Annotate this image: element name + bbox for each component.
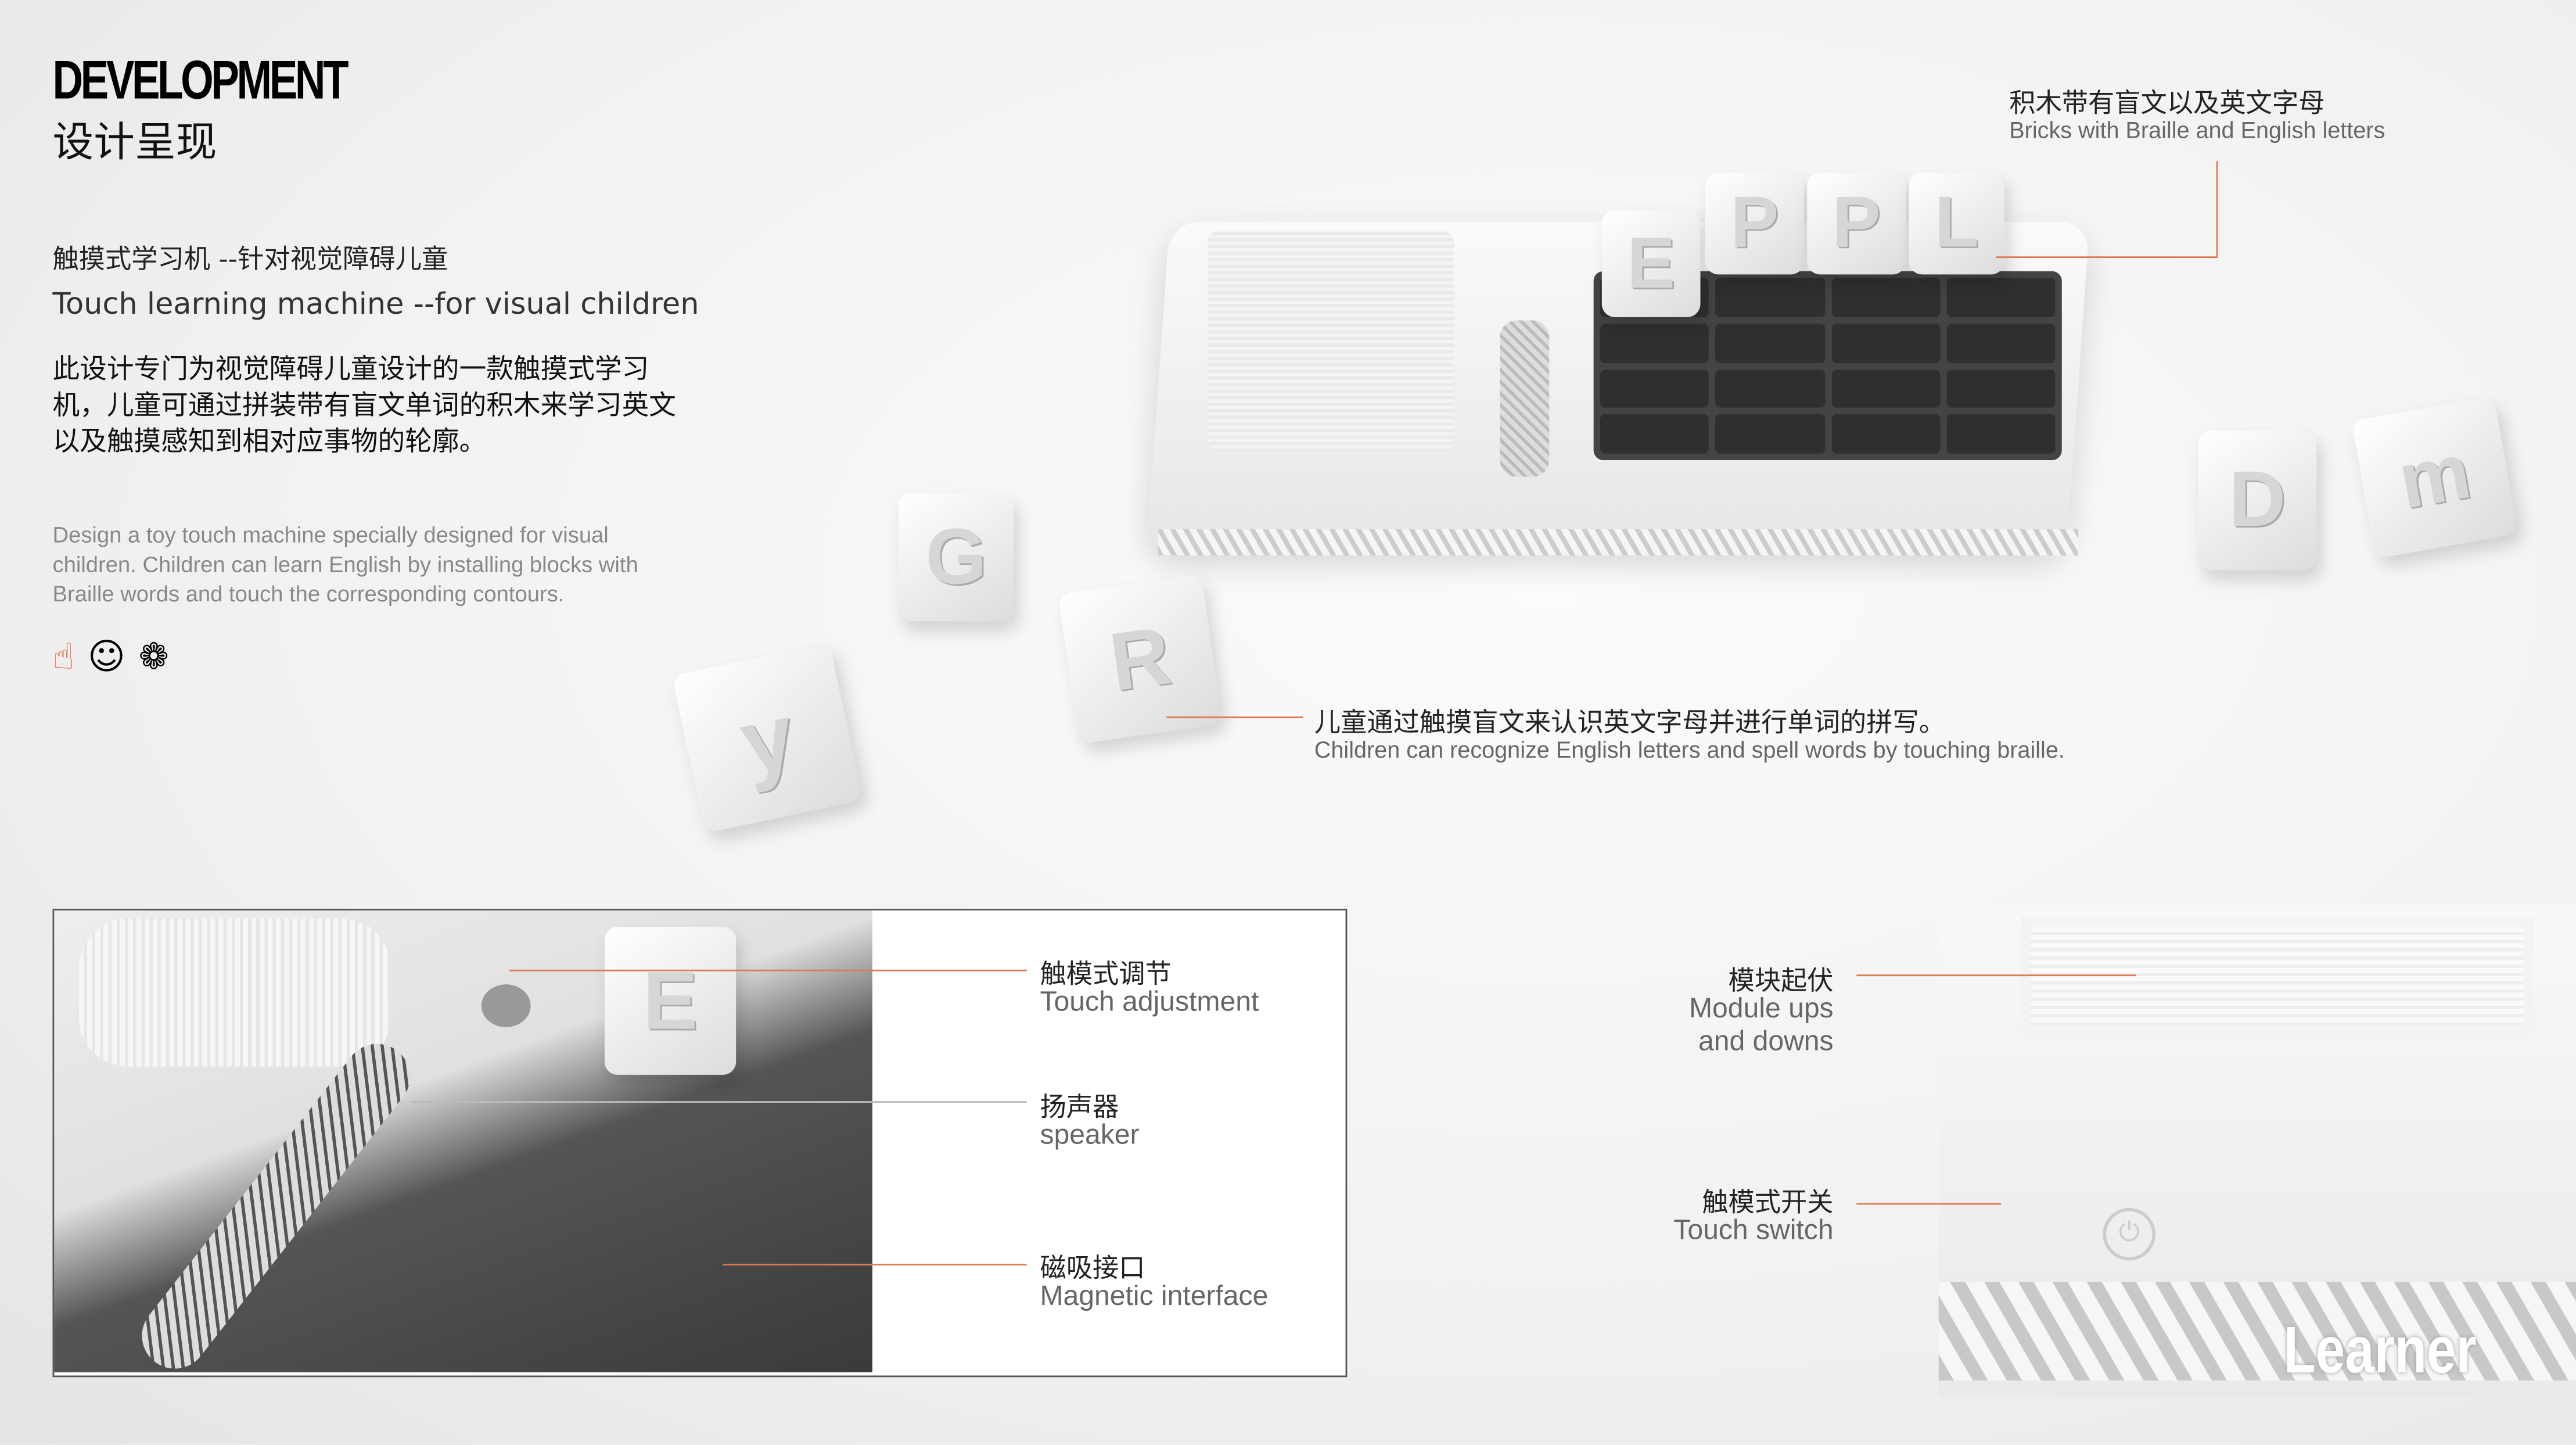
touch-adjust-slider — [1500, 320, 1550, 477]
module-label-en-1: Module ups — [1689, 992, 1834, 1024]
magnetic-label-en: Magnetic interface — [1040, 1280, 1269, 1312]
block-m: m — [2351, 396, 2518, 559]
power-icon: ⏻ — [2103, 1207, 2155, 1261]
smiley-icon: ☺ — [88, 637, 125, 679]
block-l: L — [1909, 172, 2004, 275]
module-label-cn: 模块起伏 — [1728, 964, 1834, 996]
leader-line — [509, 969, 1027, 971]
switch-label-en: Touch switch — [1673, 1214, 1834, 1246]
leader-line — [2216, 161, 2218, 257]
leader-line — [723, 1264, 1027, 1265]
speaker-label-cn: 扬声器 — [1040, 1091, 1119, 1123]
leader-line — [1166, 716, 1303, 719]
page-title: DEVELOPMENT — [52, 49, 349, 110]
block-g: G — [899, 493, 1014, 622]
block-y: y — [671, 642, 863, 834]
leader-line — [1996, 256, 2218, 259]
speaker-grille — [1158, 529, 2079, 556]
block-p: P — [1807, 172, 1906, 275]
side-detail-render: ⏻ — [1938, 903, 2576, 1397]
flower-outline-icon: ❁ — [138, 637, 169, 679]
page-subtitle: 设计呈现 — [52, 118, 217, 166]
block-e: E — [604, 927, 736, 1075]
product-subtitle-en: Touch learning machine --for visual chil… — [52, 287, 699, 322]
slider-track — [128, 1030, 423, 1372]
touch-adjust-label-en: Touch adjustment — [1040, 986, 1259, 1017]
magnetic-label-cn: 磁吸接口 — [1040, 1252, 1145, 1284]
leader-line — [1856, 1203, 2002, 1205]
touch-adjust-label-cn: 触模式调节 — [1040, 958, 1172, 989]
module-surface — [2021, 917, 2534, 1035]
description-en: Design a toy touch machine specially des… — [52, 522, 638, 607]
leader-line — [411, 1101, 1027, 1103]
hand-touch-icon: ☝ — [52, 637, 75, 679]
speaker-grille — [1938, 1282, 2576, 1381]
tactile-apple — [78, 919, 391, 1067]
slider-knob — [481, 984, 531, 1027]
recognize-label-cn: 儿童通过触摸盲文来认识英文字母并进行单词的拼写。 — [1314, 707, 1945, 738]
block-r: R — [1058, 574, 1223, 744]
switch-label-cn: 触模式开关 — [1702, 1186, 1834, 1218]
description-cn: 此设计专门为视觉障碍儿童设计的一款触摸式学习机，儿童可通过拼装带有盲文单词的积木… — [52, 353, 676, 457]
block-p: P — [1705, 172, 1804, 275]
detail-render: E — [54, 910, 872, 1372]
block-d: D — [2198, 431, 2317, 571]
bricks-label-cn: 积木带有盲文以及英文字母 — [2009, 87, 2325, 119]
feature-icons: ☝ ☺ ❁ — [53, 637, 169, 679]
tactile-apple-pad — [1207, 230, 1454, 452]
module-label-en-2: and downs — [1698, 1025, 1834, 1057]
product-subtitle-cn: 触摸式学习机 --针对视觉障碍儿童 — [52, 243, 448, 275]
leader-line — [1856, 974, 2136, 977]
recognize-label-en: Children can recognize English letters a… — [1314, 736, 2065, 763]
speaker-label-en: speaker — [1040, 1119, 1140, 1150]
learner-logo: Learner — [2283, 1314, 2477, 1387]
bricks-label-en: Bricks with Braille and English letters — [2009, 116, 2385, 144]
block-e: E — [1601, 210, 1701, 317]
